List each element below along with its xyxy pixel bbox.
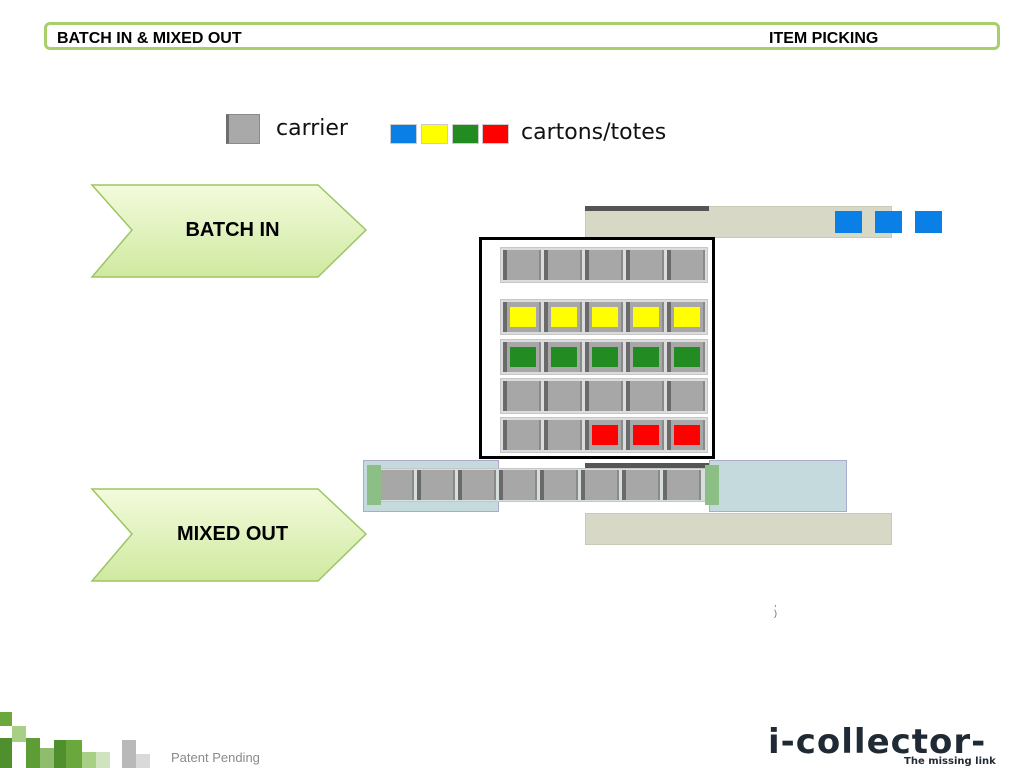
carrier [626, 381, 664, 411]
carrier [626, 342, 664, 372]
carrier [544, 381, 582, 411]
carrier [667, 302, 705, 332]
legend-swatch-blue [390, 124, 417, 144]
tote-green [592, 347, 618, 367]
carrier [626, 420, 664, 450]
tote-green [510, 347, 536, 367]
tote-yellow [551, 307, 577, 327]
carrier [544, 250, 582, 280]
incoming-totes [835, 211, 942, 233]
buffer-lane [500, 378, 708, 414]
output-carrier [622, 470, 660, 500]
buffer-lane [500, 299, 708, 335]
output-lane-right-stop [705, 465, 719, 505]
mixed-out-arrow [90, 488, 368, 582]
output-carrier [540, 470, 578, 500]
legend-totes-label: cartons/totes [521, 120, 667, 145]
pixel-mosaic-logo [0, 712, 150, 768]
buffer-lane [500, 339, 708, 375]
picking-buffer-frame [479, 237, 715, 459]
output-lane [373, 468, 709, 502]
carrier [667, 342, 705, 372]
incoming-conveyor-edge [585, 206, 709, 211]
small-mark: ,) [774, 598, 777, 618]
output-carrier [581, 470, 619, 500]
company-logo: i-collector- The missing link [768, 722, 1008, 768]
carrier [626, 250, 664, 280]
carrier [544, 342, 582, 372]
carrier [585, 420, 623, 450]
incoming-tote [875, 211, 902, 233]
header-right-title: ITEM PICKING [769, 30, 879, 47]
carrier [503, 342, 541, 372]
batch-in-arrow [90, 184, 368, 278]
tote-yellow [633, 307, 659, 327]
carrier [544, 302, 582, 332]
carrier [667, 420, 705, 450]
tote-yellow [592, 307, 618, 327]
carrier [585, 302, 623, 332]
legend-carrier-label: carrier [276, 116, 348, 141]
carrier [544, 420, 582, 450]
output-lane-left-stop [367, 465, 381, 505]
carrier [585, 342, 623, 372]
tote-red [633, 425, 659, 445]
tote-green [633, 347, 659, 367]
tote-red [592, 425, 618, 445]
output-carrier [499, 470, 537, 500]
batch-in-label: BATCH IN [185, 219, 280, 241]
tote-green [551, 347, 577, 367]
output-carrier [458, 470, 496, 500]
output-carrier [663, 470, 701, 500]
incoming-tote [915, 211, 942, 233]
carrier [667, 381, 705, 411]
output-lane-edge [585, 463, 709, 468]
incoming-tote [835, 211, 862, 233]
carrier [503, 302, 541, 332]
tote-green [674, 347, 700, 367]
carrier [585, 250, 623, 280]
output-carrier [376, 470, 414, 500]
legend-swatch-yellow [421, 124, 448, 144]
output-lane-right-base [709, 460, 847, 512]
carrier [503, 420, 541, 450]
carrier [585, 381, 623, 411]
carrier [503, 381, 541, 411]
logo-tagline: The missing link [904, 756, 996, 767]
patent-notice: Patent Pending [171, 750, 260, 765]
buffer-lane [500, 417, 708, 453]
carrier [626, 302, 664, 332]
lower-shelf [585, 513, 892, 545]
tote-yellow [674, 307, 700, 327]
carrier [667, 250, 705, 280]
header-left-title: BATCH IN & MIXED OUT [57, 30, 242, 47]
output-carrier [417, 470, 455, 500]
mixed-out-label: MIXED OUT [176, 523, 289, 545]
tote-red [674, 425, 700, 445]
legend-swatch-green [452, 124, 479, 144]
tote-yellow [510, 307, 536, 327]
logo-wordmark: i-collector- [768, 722, 987, 762]
legend-swatch-red [482, 124, 509, 144]
legend-carrier-swatch [226, 114, 260, 144]
carrier [503, 250, 541, 280]
header-bar: BATCH IN & MIXED OUT ITEM PICKING [44, 22, 1000, 50]
buffer-lane [500, 247, 708, 283]
